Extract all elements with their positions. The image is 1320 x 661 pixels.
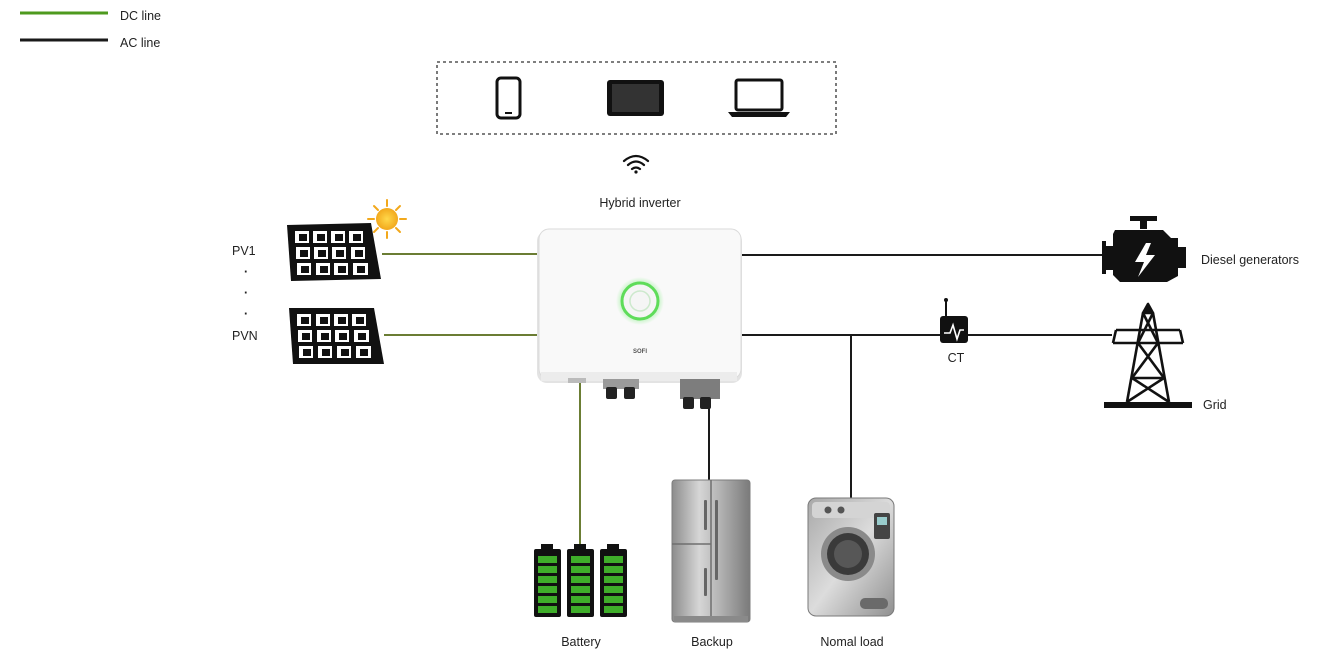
washing-machine-icon	[807, 497, 895, 617]
inverter-dc-connectors	[568, 378, 639, 399]
smartphone-icon	[495, 76, 522, 120]
tablet-icon	[607, 80, 664, 116]
ct-sensor-icon	[940, 298, 968, 343]
legend: DC line AC line	[20, 9, 161, 50]
pv-dot-3: ·	[244, 307, 248, 321]
battery-label: Battery	[561, 635, 601, 649]
grid-pylon-icon	[1104, 302, 1192, 408]
pv-dot-1: ·	[244, 265, 248, 279]
wifi-icon	[622, 154, 650, 174]
hybrid-inverter-unit: SOFI	[537, 228, 742, 409]
diesel-label: Diesel generators	[1201, 253, 1299, 267]
backup-label: Backup	[691, 635, 733, 649]
pv-panel-1	[287, 223, 381, 281]
battery-cell-1	[534, 544, 561, 617]
pv-panel-n	[289, 308, 384, 364]
pv-dot-2: ·	[244, 286, 248, 300]
refrigerator-icon	[671, 479, 751, 623]
laptop-icon	[728, 78, 790, 117]
pvn-label: PVN	[232, 329, 258, 343]
inverter-brand-text: SOFI	[633, 349, 647, 355]
battery-cell-3	[600, 544, 627, 617]
ct-label: CT	[948, 351, 965, 365]
diesel-generator-icon	[1102, 216, 1186, 282]
legend-dc-label: DC line	[120, 9, 161, 23]
inverter-status-ring	[620, 281, 660, 321]
connection-lines	[382, 253, 1112, 546]
monitoring-devices	[436, 61, 837, 135]
legend-ac-label: AC line	[120, 36, 160, 50]
pv1-label: PV1	[232, 244, 256, 258]
battery-cell-2	[567, 544, 594, 617]
normal-load-label: Nomal load	[820, 635, 883, 649]
battery-icon	[534, 544, 627, 617]
devices-dashed-frame	[436, 61, 837, 135]
inverter-label: Hybrid inverter	[599, 196, 680, 210]
grid-label: Grid	[1203, 398, 1227, 412]
inverter-ac-connectors	[680, 379, 720, 409]
sun-icon	[367, 199, 407, 239]
